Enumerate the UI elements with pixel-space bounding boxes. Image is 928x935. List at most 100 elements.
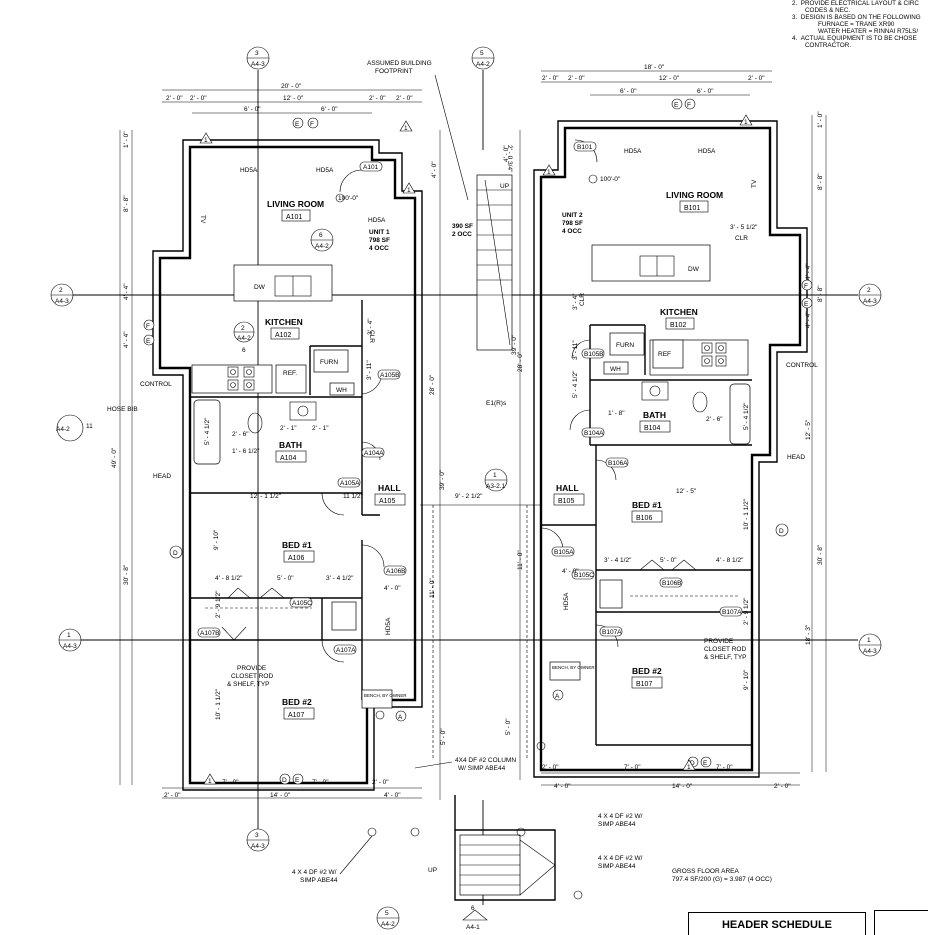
svg-text:A105A: A105A xyxy=(340,480,360,487)
header-tag: HD5A xyxy=(624,148,642,155)
svg-text:12' - 0": 12' - 0" xyxy=(659,75,680,82)
room-tag-text: A107 xyxy=(288,712,304,719)
svg-text:D: D xyxy=(779,528,784,535)
svg-text:1: 1 xyxy=(547,169,551,176)
section-marker-2-right: 2A4-3 xyxy=(858,283,882,307)
bathtub xyxy=(729,383,751,445)
svg-text:12' - 1 1/2": 12' - 1 1/2" xyxy=(250,493,282,500)
furnace-label: FURN xyxy=(320,359,338,366)
closet-note: & SHELF, TYP xyxy=(227,681,270,688)
closet-note: PROVIDE xyxy=(237,665,267,672)
svg-text:3' - 4 1/2": 3' - 4 1/2" xyxy=(326,575,354,582)
clearance-label: CLR xyxy=(579,293,586,306)
door-swing xyxy=(361,441,381,461)
kitchen-island xyxy=(233,264,333,302)
svg-text:11' - 0": 11' - 0" xyxy=(429,578,436,598)
svg-text:5' - 0": 5' - 0" xyxy=(505,718,512,735)
svg-text:7' - 0": 7' - 0" xyxy=(312,779,329,786)
svg-text:A4-2: A4-2 xyxy=(237,335,251,342)
stair-occupancy: 2 OCC xyxy=(452,231,472,238)
svg-text:5' - 4 1/2": 5' - 4 1/2" xyxy=(743,402,750,430)
svg-text:E: E xyxy=(295,121,300,128)
room-tag-text: A104 xyxy=(280,455,296,462)
column-note: 4X4 DF #2 COLUMN xyxy=(455,757,516,764)
bench-label: BENCH, BY OWNER xyxy=(552,665,595,670)
svg-text:8' - 8": 8' - 8" xyxy=(817,173,824,190)
door-swing xyxy=(571,339,591,359)
furnace xyxy=(313,349,349,373)
svg-text:4' - 4": 4' - 4" xyxy=(805,263,812,280)
svg-text:6' - 0": 6' - 0" xyxy=(697,88,714,95)
svg-text:39' - 0": 39' - 0" xyxy=(511,334,518,355)
dishwasher-label: DW xyxy=(688,266,700,273)
elevation-marker-icon xyxy=(335,193,345,203)
door-tags-unit-1: A101 A105B A104A A105A A106B A105C A107B… xyxy=(197,161,407,655)
svg-text:E: E xyxy=(674,102,679,109)
room-name-bath: BATH xyxy=(643,410,666,420)
svg-text:4' - 0": 4' - 0" xyxy=(384,585,401,592)
svg-text:5: 5 xyxy=(385,910,389,917)
svg-text:30' - 8": 30' - 8" xyxy=(123,564,130,585)
detail-marker-6: 6A4-2 xyxy=(310,228,334,252)
svg-text:B106B: B106B xyxy=(662,580,682,587)
water-heater-label: WH xyxy=(336,387,347,394)
svg-text:8' - 8": 8' - 8" xyxy=(123,195,130,212)
svg-text:A106B: A106B xyxy=(386,568,406,575)
bench xyxy=(361,689,393,709)
svg-text:7' - 0": 7' - 0" xyxy=(624,764,641,771)
svg-text:A4-2: A4-2 xyxy=(476,61,490,68)
svg-text:2' - 0": 2' - 0" xyxy=(372,779,389,786)
toilet-icon xyxy=(247,412,263,434)
door-swing xyxy=(321,639,345,663)
svg-text:2' - 0": 2' - 0" xyxy=(542,764,559,771)
room-tag-text: B105 xyxy=(558,498,574,505)
room-name-hall: HALL xyxy=(556,483,579,493)
stair-area: 390 SF xyxy=(452,223,473,230)
section-marker-5-bottom: 5A4-2 xyxy=(376,906,400,930)
bench xyxy=(549,661,581,681)
svg-text:7' - 0": 7' - 0" xyxy=(716,764,733,771)
svg-text:4' - 0": 4' - 0" xyxy=(554,783,571,790)
refrigerator xyxy=(652,339,684,369)
svg-text:A4-3: A4-3 xyxy=(863,648,877,655)
svg-text:A4-2: A4-2 xyxy=(56,426,70,433)
svg-text:2: 2 xyxy=(241,325,245,332)
section-marker-2-left: 2A4-3 xyxy=(50,283,74,307)
svg-text:3' - 4": 3' - 4" xyxy=(367,318,374,335)
svg-text:A105B: A105B xyxy=(380,372,400,379)
svg-text:2: 2 xyxy=(59,287,63,294)
svg-text:A107A: A107A xyxy=(336,647,356,654)
svg-text:12' - 5": 12' - 5" xyxy=(805,419,812,440)
gross-area-note: GROSS FLOOR AREA xyxy=(672,868,739,875)
svg-text:5' - 0": 5' - 0" xyxy=(277,575,294,582)
control-label: CONTROL xyxy=(140,381,172,388)
svg-text:2' - 0": 2' - 0" xyxy=(166,95,183,102)
svg-text:4' - 0": 4' - 0" xyxy=(562,568,579,575)
unit-info: 4 OCC xyxy=(369,245,389,252)
room-name-hall: HALL xyxy=(378,483,401,493)
room-tag xyxy=(281,209,311,222)
svg-text:1: 1 xyxy=(67,632,71,639)
svg-text:2' - 9 1/2": 2' - 9 1/2" xyxy=(215,590,222,618)
svg-text:E: E xyxy=(703,760,708,767)
note-line: 3. DESIGN IS BASED ON THE FOLLOWING xyxy=(792,14,921,21)
hose-bib-label: HOSE BIB xyxy=(107,406,138,413)
room-tag-text: A105 xyxy=(379,498,395,505)
room-name-bath: BATH xyxy=(279,440,302,450)
svg-text:6' - 0": 6' - 0" xyxy=(321,106,338,113)
room-tag-text: B101 xyxy=(684,205,700,212)
room-tag-text: A101 xyxy=(286,214,302,221)
column-note: W/ SIMP ABE44 xyxy=(458,765,506,772)
door-swing xyxy=(361,544,385,568)
svg-text:39' - 0": 39' - 0" xyxy=(439,469,446,490)
svg-text:5' - 0": 5' - 0" xyxy=(440,728,447,745)
svg-text:6: 6 xyxy=(319,232,323,239)
section-marker-1-left: 1A4-3 xyxy=(58,628,82,652)
note-line: 4. ACTUAL EQUIPMENT IS TO BE CHOSE xyxy=(792,35,917,42)
svg-text:4' - 4": 4' - 4" xyxy=(805,311,812,328)
svg-text:1' - 0": 1' - 0" xyxy=(123,131,130,148)
svg-text:2' - 0": 2' - 0" xyxy=(190,95,207,102)
svg-text:4' - 4": 4' - 4" xyxy=(123,283,130,300)
stair-up-label: UP xyxy=(500,183,509,190)
